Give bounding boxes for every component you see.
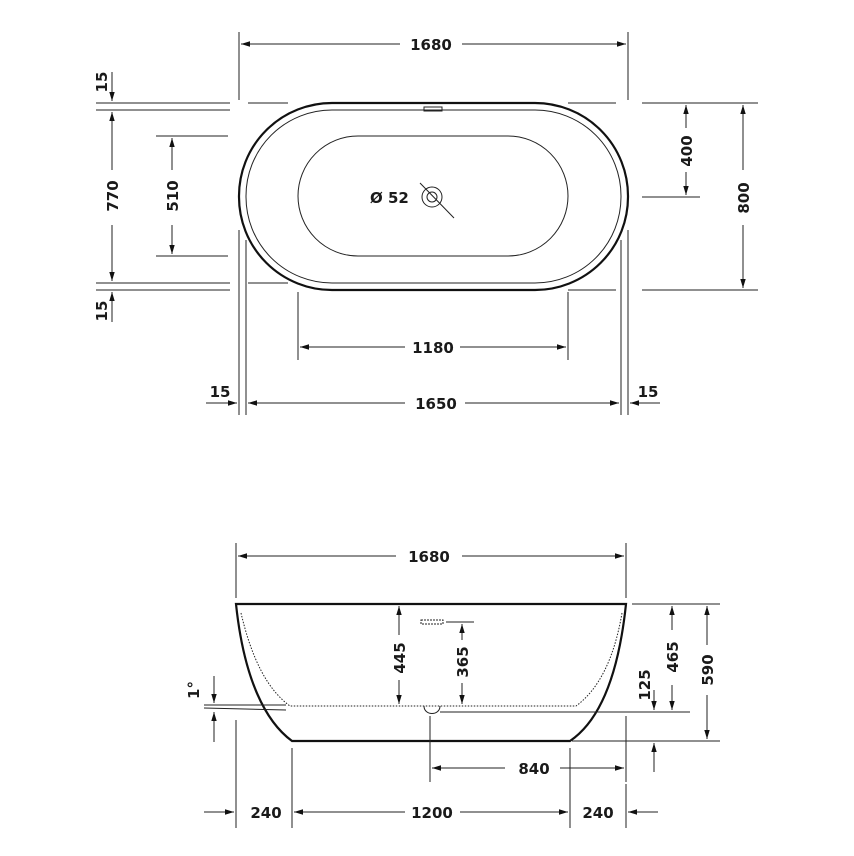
overflow-slot [423,106,443,112]
drain-icon [419,182,455,219]
tub-outer-outline [237,101,630,292]
right-rim-label: 15 [638,383,659,401]
basin-outline [297,135,569,257]
right-offset-240-label: 240 [582,804,613,822]
slope-label: 1° [185,681,203,699]
depth-445-label: 445 [391,642,409,673]
top-overall-length-label: 1680 [410,36,452,54]
drain-offset-label: 400 [678,135,696,166]
drain-length-840-label: 840 [518,760,549,778]
inner-length-label: 1650 [415,395,457,413]
bottom-rim-label: 15 [93,301,111,322]
drain-side-icon [423,705,441,714]
basin-length-label: 1180 [412,339,454,357]
height-465-label: 465 [664,641,682,672]
overall-width-label: 800 [735,182,753,213]
top-rim-label: 15 [93,72,111,93]
top-view: Ø 52 1680 15 770 15 510 [93,32,758,415]
side-overall-length-label: 1680 [408,548,450,566]
height-590-label: 590 [699,654,717,685]
tub-side-outline [234,602,628,743]
overflow-side [420,619,444,625]
drain-diameter-label: Ø 52 [370,189,409,207]
left-offset-240-label: 240 [250,804,281,822]
side-view: 1680 445 365 465 590 125 1° [185,543,720,828]
basin-interior-line [240,612,623,707]
tub-rim-inner-outline [245,109,622,284]
base-length-1200-label: 1200 [411,804,453,822]
depth-365-label: 365 [454,646,472,677]
left-rim-label: 15 [210,383,231,401]
top-width-770-label: 770 [104,180,122,211]
base-125-label: 125 [636,669,654,700]
basin-width-label: 510 [164,180,182,211]
